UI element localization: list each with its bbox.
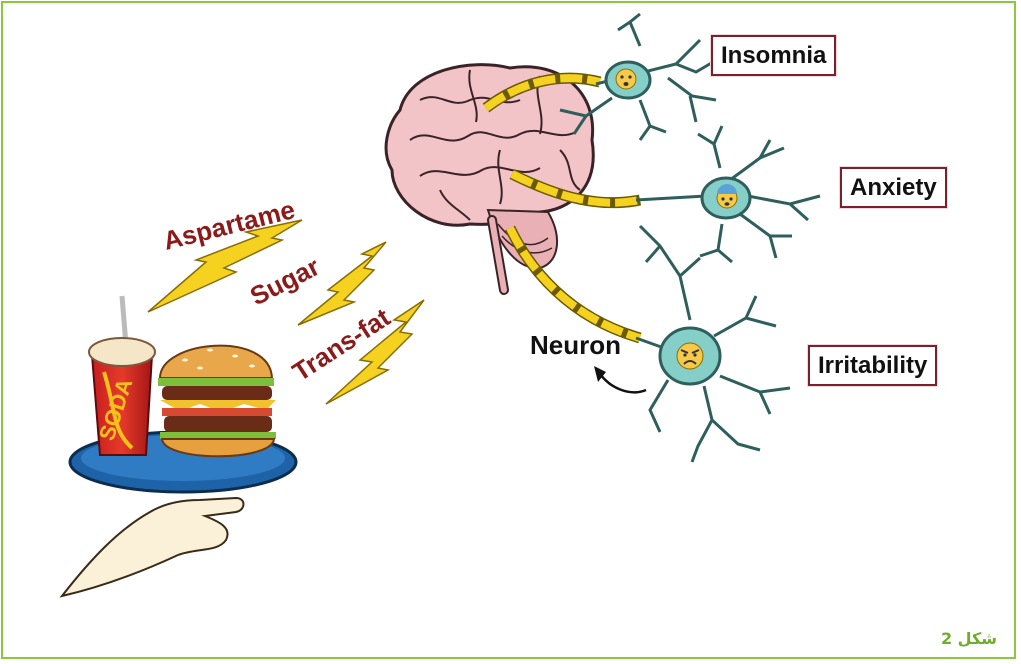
emoji-face-icon [717, 184, 737, 208]
effect-label-insomnia: Insomnia [711, 35, 836, 76]
burger-icon [158, 346, 276, 457]
figure-caption: شكل 2 [941, 629, 997, 648]
soda-cup-icon: SODA [89, 296, 155, 455]
effect-label-anxiety: Anxiety [840, 167, 947, 208]
arrow-icon [594, 366, 646, 392]
ingredient-sugar: Sugar [245, 251, 324, 311]
emoji-face-icon [616, 69, 636, 89]
hand-icon [62, 498, 244, 596]
brain-icon [386, 65, 593, 290]
emoji-face-icon [677, 343, 703, 369]
neuron-icon [636, 226, 790, 462]
effect-label-irritability: Irritability [808, 345, 937, 386]
neuron-label: Neuron [530, 330, 621, 361]
